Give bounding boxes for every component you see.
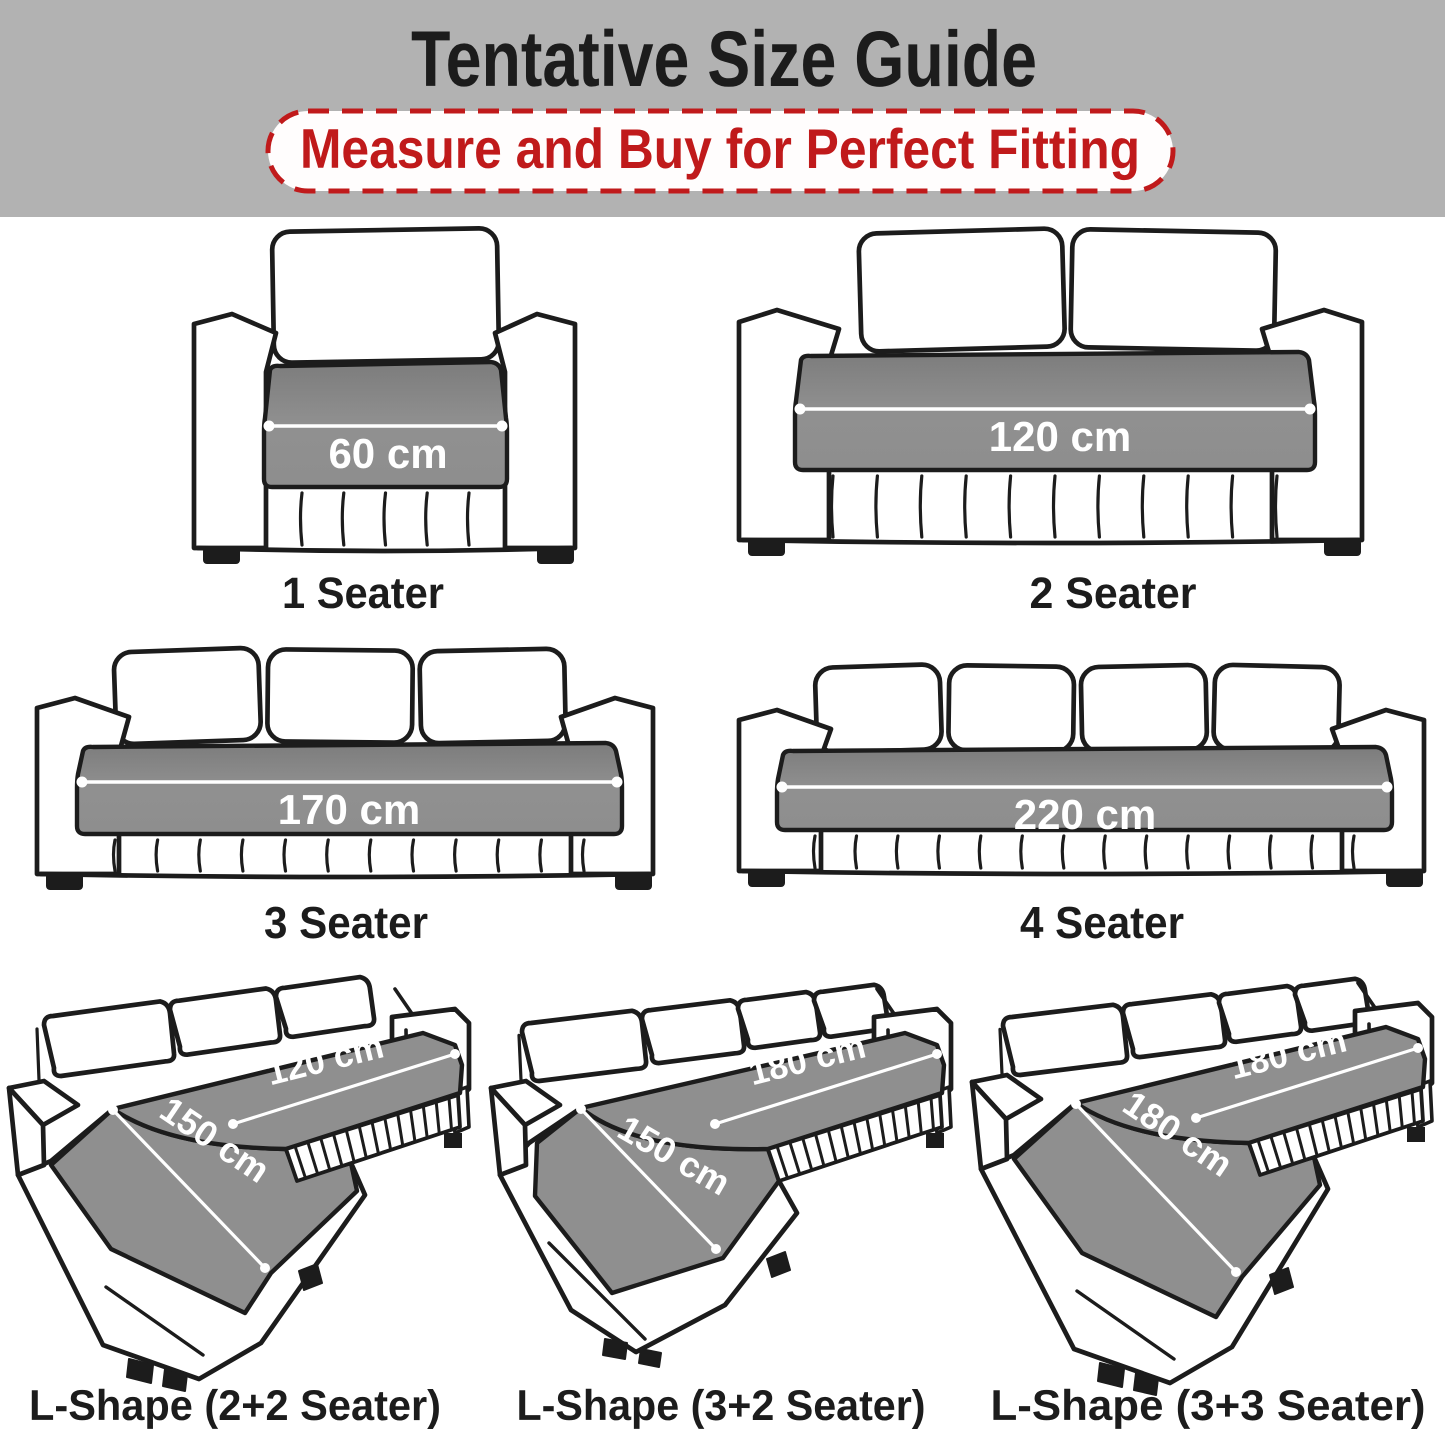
svg-text:L-Shape (3+3 Seater): L-Shape (3+3 Seater) (990, 1382, 1425, 1430)
svg-text:L-Shape (3+2 Seater): L-Shape (3+2 Seater) (516, 1382, 925, 1430)
svg-text:4 Seater: 4 Seater (1020, 897, 1184, 948)
svg-text:Measure and Buy for Perfect Fi: Measure and Buy for Perfect Fitting (300, 117, 1140, 180)
svg-text:170 cm: 170 cm (278, 786, 420, 833)
svg-text:1 Seater: 1 Seater (282, 569, 444, 618)
svg-text:Tentative Size Guide: Tentative Size Guide (411, 14, 1037, 103)
svg-text:L-Shape (2+2 Seater): L-Shape (2+2 Seater) (29, 1382, 441, 1430)
svg-text:3 Seater: 3 Seater (264, 897, 428, 948)
svg-text:60 cm: 60 cm (328, 430, 447, 477)
svg-text:120 cm: 120 cm (989, 413, 1131, 460)
svg-text:220 cm: 220 cm (1014, 791, 1156, 838)
svg-text:2 Seater: 2 Seater (1029, 569, 1196, 618)
